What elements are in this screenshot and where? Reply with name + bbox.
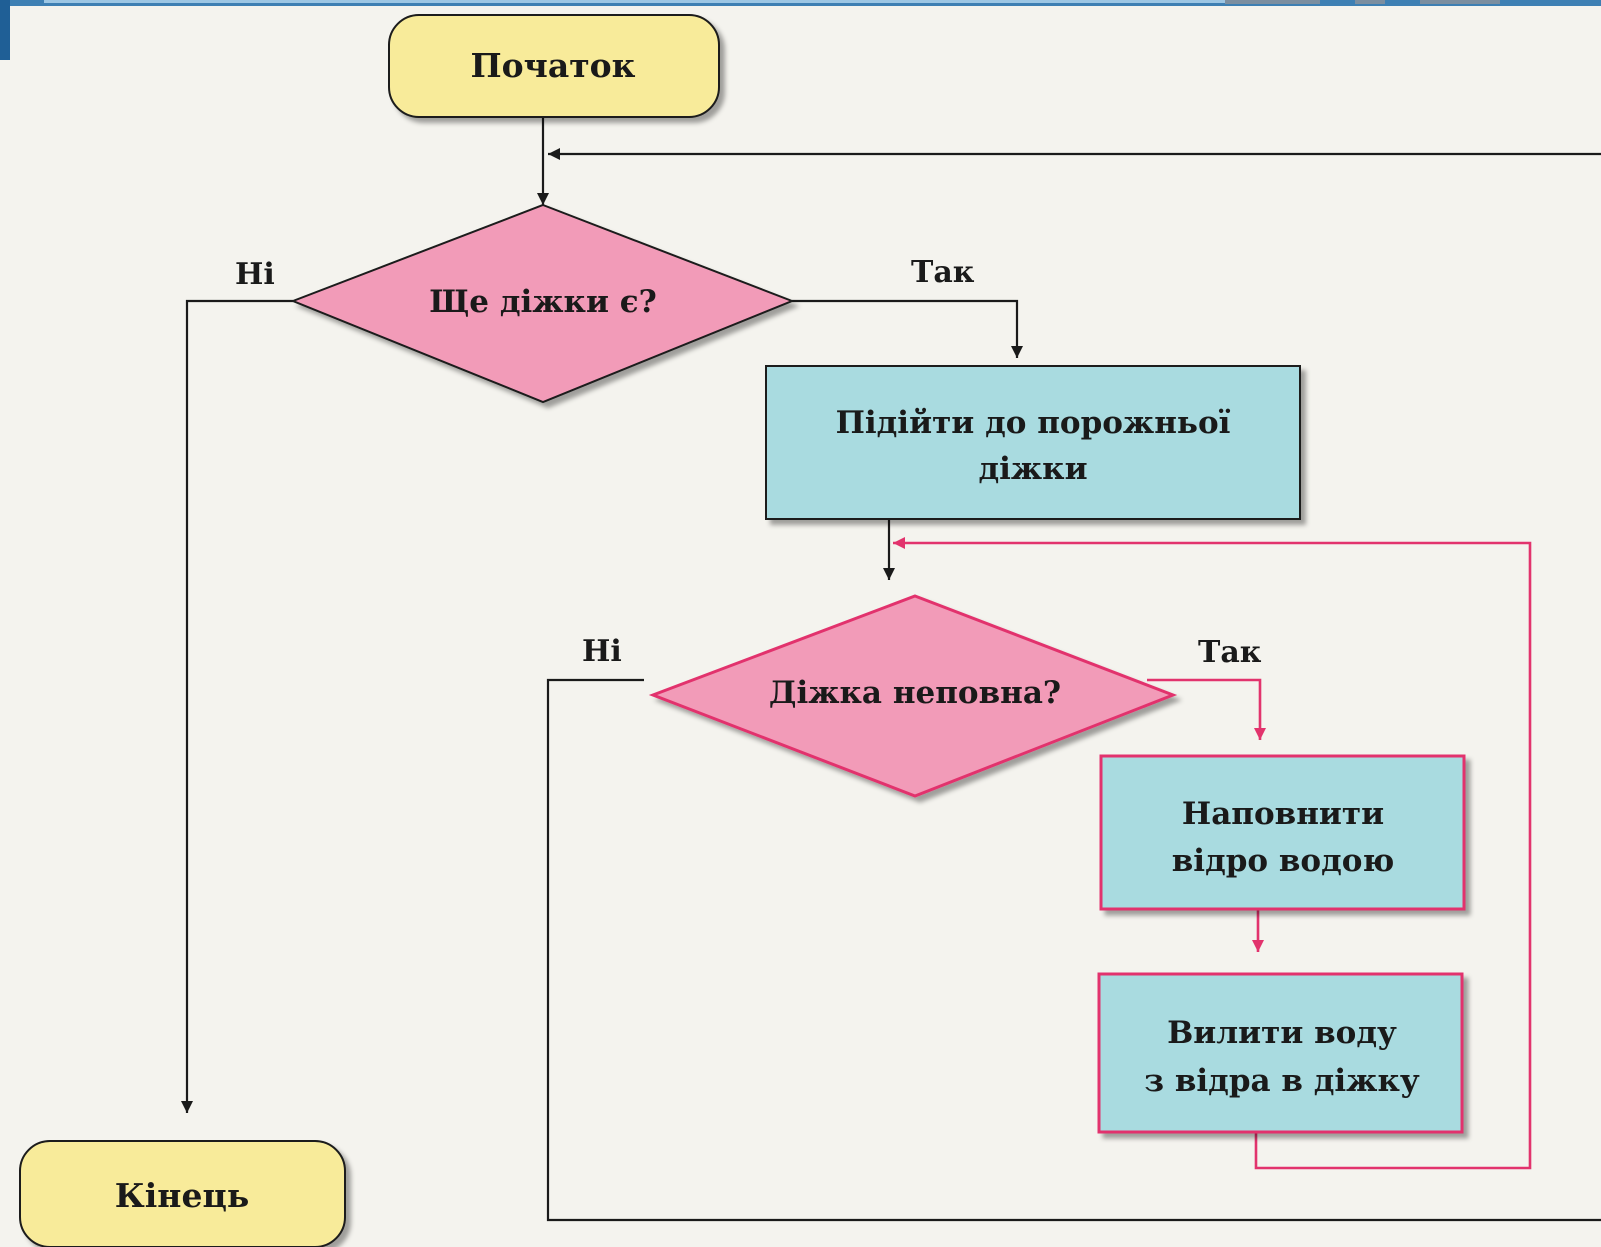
- inner-loop-return-arrow: [893, 537, 1532, 1170]
- inner-no-label: Ні: [582, 634, 622, 669]
- process-pour-shape: [1097, 972, 1464, 1134]
- arrow-no-to-end: [181, 299, 293, 1113]
- outer-no-label: Ні: [235, 257, 275, 292]
- start-terminal: Початок: [388, 14, 720, 118]
- top-bar-highlight: [44, 0, 1234, 3]
- top-decoration: [1420, 0, 1500, 4]
- inner-yes-label: Так: [1198, 635, 1262, 670]
- top-bar: [0, 0, 1601, 6]
- process-fill: Наповнити відро водою: [1099, 754, 1466, 911]
- arrow-yes-to-go: [792, 299, 1023, 358]
- inner-no-exit-line: [546, 678, 1601, 1222]
- decision-inner-shape: [648, 594, 1178, 798]
- process-pour: Вилити воду з відра в діжку: [1097, 972, 1464, 1134]
- decision-inner: Діжка неповна?: [648, 594, 1178, 798]
- end-label: Кінець: [115, 1176, 249, 1215]
- process-go-line2: діжки: [978, 451, 1087, 487]
- top-decoration: [1355, 0, 1385, 4]
- arrow-yes-to-fill: [1147, 678, 1266, 740]
- process-pour-line1: Вилити воду: [1167, 1015, 1397, 1051]
- decision-outer-label: Ще діжки є?: [429, 284, 657, 320]
- decision-outer-shape: [290, 203, 795, 404]
- process-fill-line2: відро водою: [1172, 843, 1394, 879]
- start-shape: [388, 14, 720, 118]
- end-terminal: Кінець: [19, 1140, 346, 1247]
- process-go-shape: [765, 365, 1301, 520]
- start-label: Початок: [471, 46, 636, 85]
- top-decoration: [1225, 0, 1320, 4]
- process-fill-line1: Наповнити: [1182, 796, 1384, 832]
- process-fill-shape: [1099, 754, 1466, 911]
- decision-inner-label: Діжка неповна?: [769, 675, 1061, 711]
- process-go-line1: Підійти до порожньої: [836, 405, 1231, 441]
- outer-yes-label: Так: [911, 255, 975, 290]
- process-go: Підійти до порожньої діжки: [765, 365, 1301, 520]
- end-shape: [19, 1140, 346, 1247]
- decision-outer: Ще діжки є?: [290, 203, 795, 404]
- corner-marker: [0, 0, 10, 60]
- black-connectors: [181, 117, 1601, 1222]
- process-pour-line2: з відра в діжку: [1144, 1063, 1420, 1099]
